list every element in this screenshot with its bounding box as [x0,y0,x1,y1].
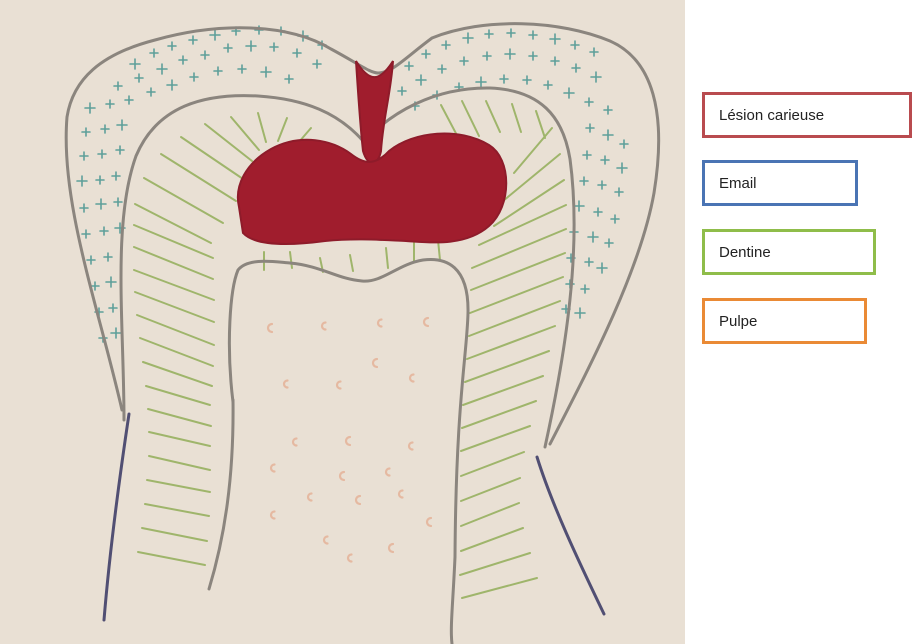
legend-label-enamel: Email [719,175,757,192]
paper-background [0,0,685,644]
legend-label-carious-lesion: Lésion carieuse [719,107,824,124]
legend-item-enamel: Email [702,160,858,206]
legend-item-pulp: Pulpe [702,298,867,344]
tooth-drawing [0,0,685,644]
legend-item-carious-lesion: Lésion carieuse [702,92,912,138]
legend-label-pulp: Pulpe [719,313,757,330]
legend-item-dentin: Dentine [702,229,876,275]
legend-label-dentin: Dentine [719,244,771,261]
